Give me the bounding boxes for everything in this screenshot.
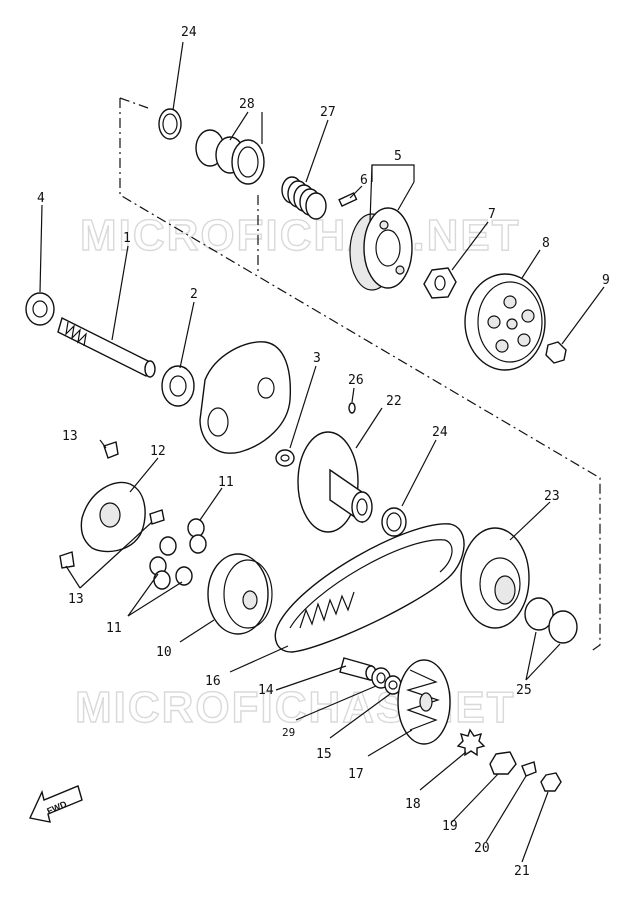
part-8-clutch-housing xyxy=(464,273,546,371)
part-6-pin xyxy=(338,192,358,208)
part-24-ring-top xyxy=(158,108,182,140)
part-28-bushings xyxy=(195,129,265,185)
label-24-top: 24 xyxy=(181,25,197,40)
part-12-ramp-plate xyxy=(80,481,146,553)
part-24-ring-lower xyxy=(381,507,407,537)
label-26: 26 xyxy=(348,373,364,388)
label-22: 22 xyxy=(386,394,402,409)
label-11-top: 11 xyxy=(218,475,234,490)
part-4-bearing xyxy=(25,292,55,326)
label-21: 21 xyxy=(514,864,530,879)
part-7-nut xyxy=(423,267,457,299)
label-16: 16 xyxy=(205,674,221,689)
label-23: 23 xyxy=(544,489,560,504)
label-3: 3 xyxy=(313,351,321,366)
label-10: 10 xyxy=(156,645,172,660)
label-9: 9 xyxy=(602,273,610,288)
part-27-spring xyxy=(281,176,327,220)
part-16-v-belt xyxy=(274,523,465,653)
label-29: 29 xyxy=(282,726,295,739)
label-13-bottom: 13 xyxy=(68,592,84,607)
label-20: 20 xyxy=(474,841,490,856)
label-7: 7 xyxy=(488,207,496,222)
label-14: 14 xyxy=(258,683,274,698)
part-5-clutch-carrier xyxy=(349,207,413,291)
label-11-bottom: 11 xyxy=(106,621,122,636)
part-15-washer xyxy=(384,675,402,695)
part-3-washer xyxy=(275,449,295,467)
assembly-boundary xyxy=(119,97,601,653)
leader-lines xyxy=(39,41,605,863)
label-1: 1 xyxy=(123,231,131,246)
part-23-fixed-sheave xyxy=(460,527,530,629)
label-28: 28 xyxy=(239,97,255,112)
part-22-secondary-sheave xyxy=(297,431,373,533)
label-18: 18 xyxy=(405,797,421,812)
part-21-nut xyxy=(540,772,562,792)
watermark-top: MICROFICHAS.NET xyxy=(80,211,521,260)
label-25: 25 xyxy=(516,683,532,698)
label-4: 4 xyxy=(37,191,45,206)
part-14-collar xyxy=(339,657,377,681)
part-2-bearing xyxy=(161,365,195,407)
label-17: 17 xyxy=(348,767,364,782)
part-19-nut xyxy=(489,751,517,775)
part-11-rollers xyxy=(149,518,207,590)
part-1-shaft xyxy=(57,316,156,378)
label-15: 15 xyxy=(316,747,332,762)
part-26-pin xyxy=(348,402,356,414)
label-12: 12 xyxy=(150,444,166,459)
label-5: 5 xyxy=(394,149,402,164)
part-25-o-rings xyxy=(524,597,578,644)
label-24-lower: 24 xyxy=(432,425,448,440)
label-27: 27 xyxy=(320,105,336,120)
label-2: 2 xyxy=(190,287,198,302)
gear-case-cover xyxy=(199,341,292,454)
label-6: 6 xyxy=(360,173,368,188)
part-18-star-washer xyxy=(456,728,486,757)
label-8: 8 xyxy=(542,236,550,251)
part-13-slides xyxy=(59,441,165,569)
part-9-nut xyxy=(545,341,567,364)
forward-arrow-icon: FWD xyxy=(28,785,83,823)
part-number-labels: 24 28 27 5 6 7 8 9 4 1 2 3 26 22 24 13 1… xyxy=(37,25,610,879)
label-13-top: 13 xyxy=(62,429,78,444)
label-19: 19 xyxy=(442,819,458,834)
part-10-primary-sheave xyxy=(207,553,273,635)
part-20-clip xyxy=(521,761,537,777)
part-17-fan xyxy=(397,659,451,745)
